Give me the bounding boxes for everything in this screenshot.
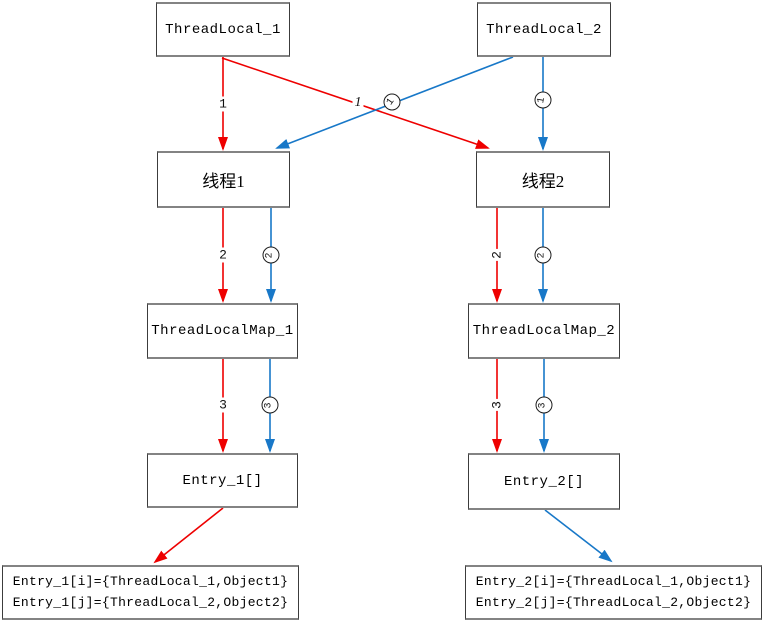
- node-thread2: 线程2: [476, 151, 610, 208]
- node-threadlocalmap2: ThreadLocalMap_2: [468, 303, 620, 359]
- edge-label-blue-3-left: 3: [261, 396, 279, 414]
- entry2-detail-line2: Entry_2[j]={ThreadLocal_2,Object2}: [475, 594, 752, 610]
- node-entry1-array: Entry_1[]: [147, 453, 298, 508]
- node-entry2-detail: Entry_2[i]={ThreadLocal_1,Object1} Entry…: [465, 565, 762, 620]
- edge-label-blue-2-right: 2: [534, 246, 552, 264]
- edge-entry2-to-detail: [544, 509, 613, 563]
- edge-label-blue-1-right: 1: [534, 91, 552, 109]
- edge-label-red-1-cross: 1: [352, 95, 364, 111]
- edge-label-blue-3-right: 3: [535, 396, 553, 414]
- entry2-detail-line1: Entry_2[i]={ThreadLocal_1,Object1}: [475, 574, 752, 590]
- node-threadlocalmap1: ThreadLocalMap_1: [147, 303, 298, 359]
- edge-label-red-2-right: 2: [489, 249, 505, 261]
- edge-label-blue-1-cross: 1: [383, 93, 401, 111]
- edge-label-blue-2-left: 2: [262, 246, 280, 264]
- edge-label-red-3-left: 3: [217, 397, 229, 413]
- entry1-detail-line2: Entry_1[j]={ThreadLocal_2,Object2}: [12, 594, 289, 610]
- edge-entry1-to-detail: [153, 507, 224, 564]
- node-thread1: 线程1: [157, 151, 290, 208]
- node-entry2-array: Entry_2[]: [468, 453, 620, 510]
- node-entry1-detail: Entry_1[i]={ThreadLocal_1,Object1} Entry…: [2, 565, 299, 620]
- edge-label-red-2-left: 2: [217, 247, 229, 263]
- node-threadlocal1: ThreadLocal_1: [156, 2, 290, 57]
- edge-label-red-1-left: 1: [217, 96, 229, 112]
- entry1-detail-line1: Entry_1[i]={ThreadLocal_1,Object1}: [12, 574, 289, 590]
- node-threadlocal2: ThreadLocal_2: [477, 2, 611, 57]
- edge-label-red-3-right: 3: [489, 399, 505, 411]
